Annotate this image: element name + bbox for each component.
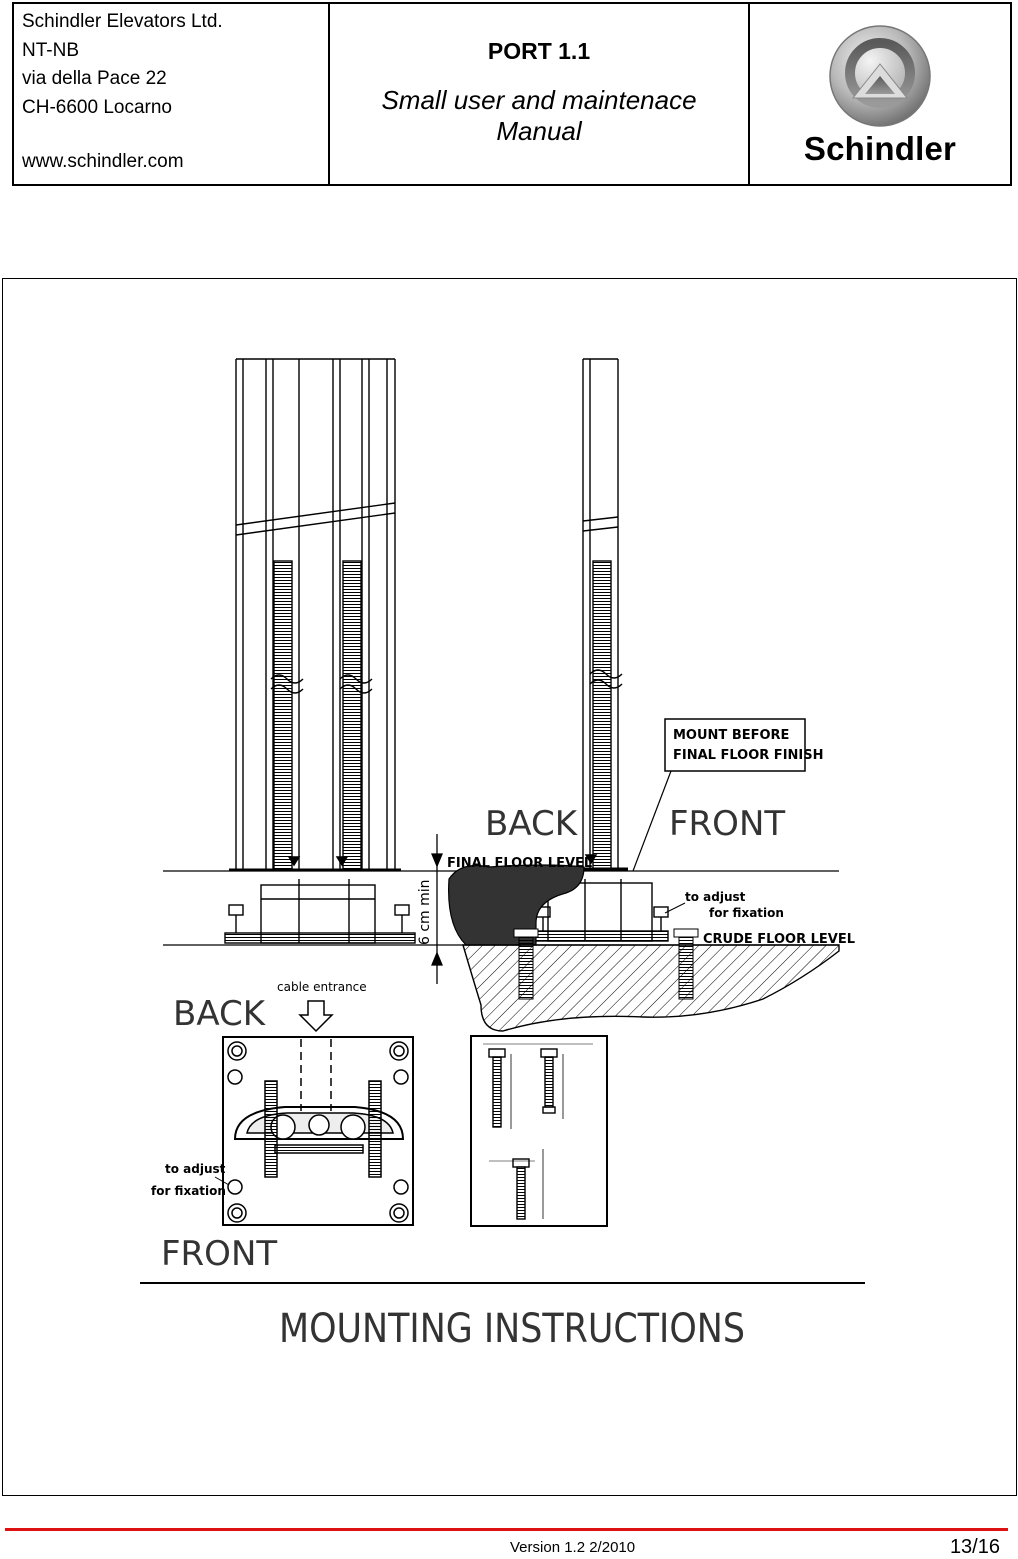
mounting-drawing: 6 cm min MOUNT BEFORE FINAL FLOOR FINISH… [140,358,865,1352]
logo-wordmark: Schindler [803,130,957,167]
footer-divider [5,1528,1008,1531]
plan-adjust-label-1: to adjust [165,1162,226,1176]
street-address: via della Pace 22 [22,68,167,89]
company-address-block: Schindler Elevators Ltd. NT-NB via della… [14,4,330,184]
mounting-drawing-frame: 6 cm min MOUNT BEFORE FINAL FLOOR FINISH… [2,278,1017,1496]
page-number: 13/16 [949,1536,1000,1558]
document-code: PORT 1.1 [487,38,591,64]
logo-block: Schindler [750,4,1010,184]
final-floor-label: FINAL FLOOR LEVEL [447,856,592,871]
document-title: Small user and maintenace Manual [381,85,697,146]
plan-back-label: BACK [173,994,267,1034]
note-line-1: MOUNT BEFORE [673,728,789,743]
note-line-2: FINAL FLOOR FINISH [673,748,823,763]
crude-floor-label: CRUDE FLOOR LEVEL [703,932,855,947]
floor-section [448,864,840,1032]
section-back-label: BACK [485,804,579,844]
adjust-label-1: to adjust [685,890,746,904]
adjust-label-2: for fixation [709,906,784,920]
company-name: Schindler Elevators Ltd. [22,11,223,32]
anchor-detail-box [470,1035,608,1227]
schindler-logo-icon [829,25,931,127]
plan-adjust-label-2: for fixation [151,1184,226,1198]
document-title-block: PORT 1.1 Small user and maintenace Manua… [330,4,750,184]
right-column-elevation [517,358,669,942]
plan-adjust-leader [214,1176,230,1186]
dimension-label: 6 cm min [417,879,433,945]
document-header: Schindler Elevators Ltd. NT-NB via della… [12,2,1012,186]
note-box [664,718,806,772]
plan-view [222,1000,414,1226]
drawing-caption: MOUNTING INSTRUCTIONS [279,1306,745,1352]
dimension-6cm [431,834,443,984]
adjust-leader-line [664,902,686,914]
plan-front-label: FRONT [161,1234,277,1274]
note-leader-line [632,770,672,872]
city-address: CH-6600 Locarno [22,96,172,118]
section-front-label: FRONT [669,804,785,844]
website-link[interactable]: www.schindler.com [22,151,184,172]
version-label: Version 1.2 2/2010 [510,1539,636,1556]
department: NT-NB [22,39,79,61]
left-column-elevation [224,358,416,944]
cable-entrance-label: cable entrance [277,980,367,994]
